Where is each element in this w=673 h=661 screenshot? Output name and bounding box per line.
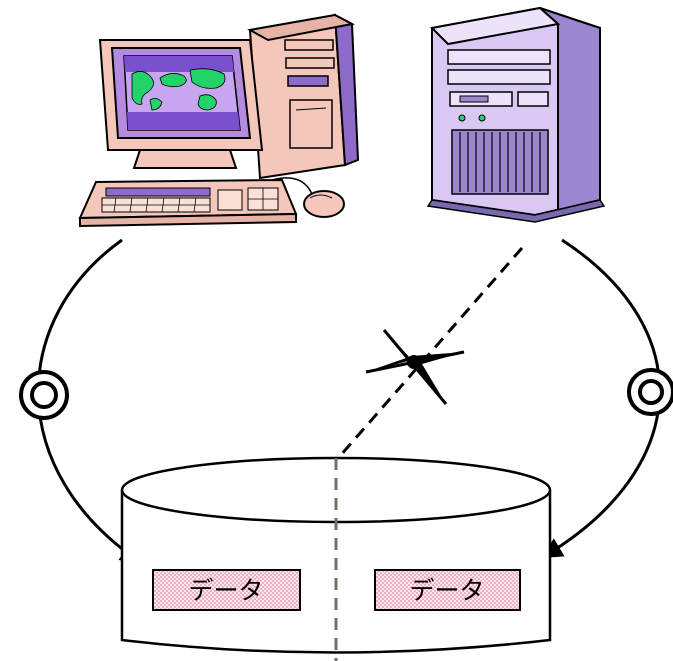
- pc-mouse: [271, 177, 345, 218]
- data-label-right: データ: [409, 576, 484, 605]
- left-double-circle-mark: [19, 370, 69, 420]
- right-double-circle-mark: [627, 368, 673, 416]
- data-box-right: データ: [374, 569, 521, 611]
- data-box-left: データ: [152, 569, 301, 611]
- pc-monitor: [98, 39, 264, 169]
- blocked-cross-mark: [365, 329, 465, 405]
- pc-keyboard: [78, 178, 298, 228]
- desktop-computer-icon: [78, 13, 360, 228]
- pc-tower: [247, 13, 360, 180]
- server-icon: [426, 6, 606, 223]
- data-label-left: データ: [188, 576, 263, 605]
